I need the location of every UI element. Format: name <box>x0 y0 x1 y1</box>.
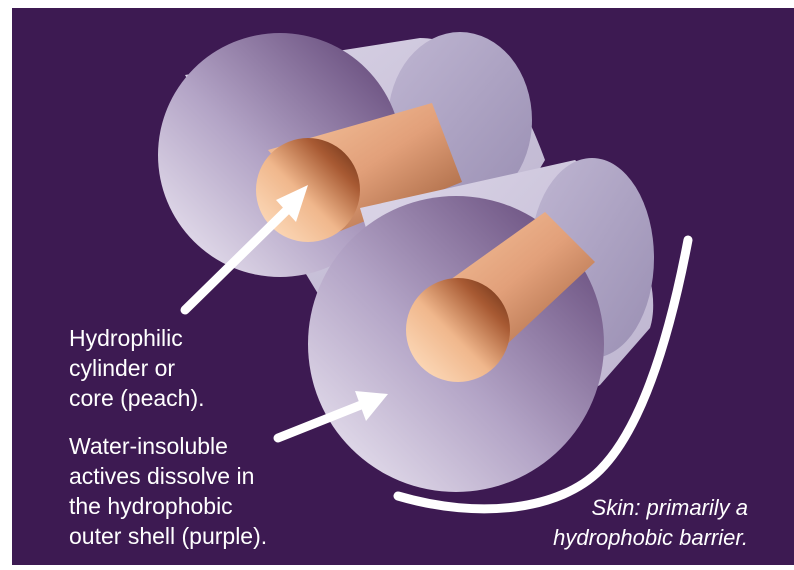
core-front-face <box>406 278 510 382</box>
skin-label-line-1: Skin: primarily a <box>592 495 748 520</box>
core-label-line-1: Hydrophilic <box>69 325 183 351</box>
left-border-strip <box>0 0 12 565</box>
shell-label-line-4: outer shell (purple). <box>69 523 267 549</box>
core-label-line-3: core (peach). <box>69 385 205 411</box>
shell-label-line-2: actives dissolve in <box>69 463 254 489</box>
shell-label-line-3: the hydrophobic <box>69 493 233 519</box>
core-label-line-2: cylinder or <box>69 355 175 381</box>
skin-label-line-2: hydrophobic barrier. <box>553 525 748 550</box>
shell-label-line-1: Water-insoluble <box>69 433 228 459</box>
